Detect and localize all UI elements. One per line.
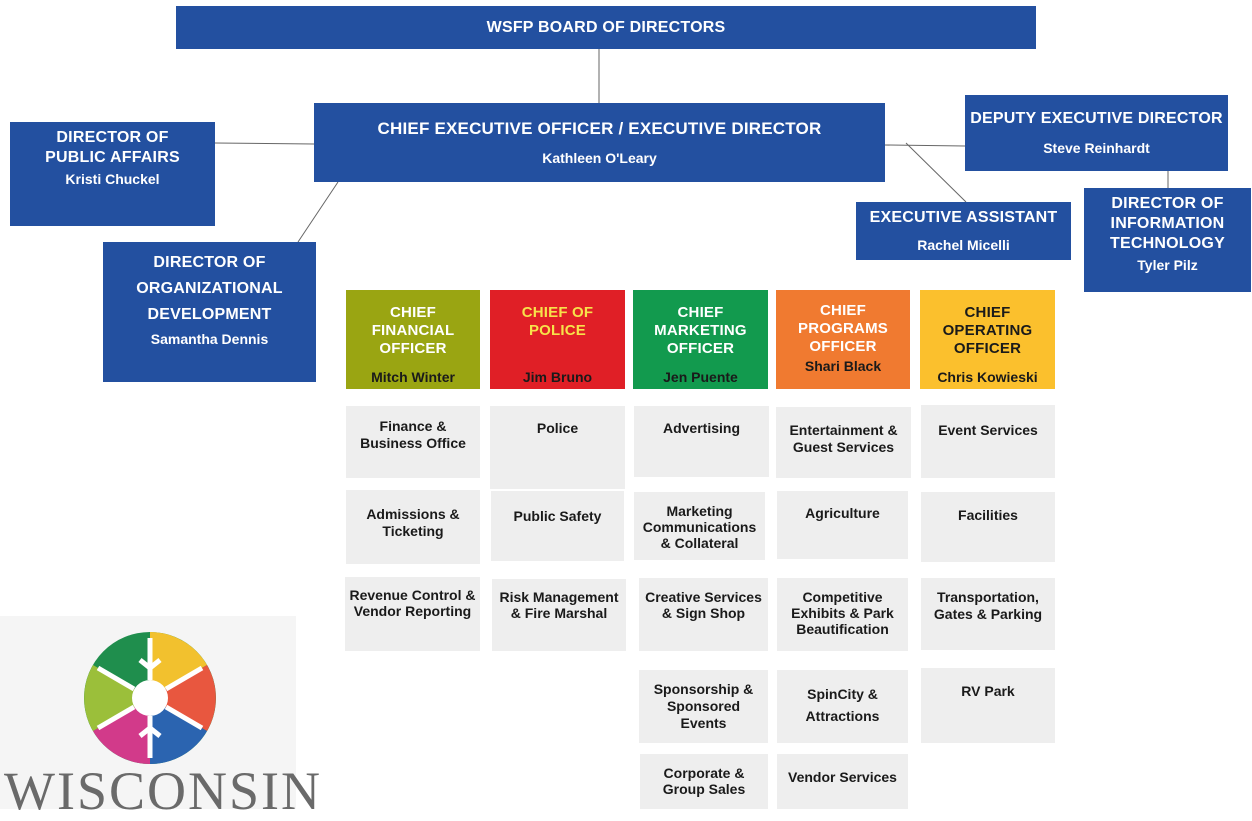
cmo-title-3: OFFICER — [666, 340, 735, 357]
public-affairs-name: Kristi Chuckel — [65, 171, 160, 187]
dept-event-services: Event Services — [921, 405, 1055, 478]
cfo-title-1: CHIEF — [390, 304, 436, 321]
deputy-name: Steve Reinhardt — [1043, 140, 1150, 156]
dept-facilities: Facilities — [921, 492, 1055, 562]
cpo-title-2: PROGRAMS — [798, 320, 888, 337]
ceo-title: CHIEF EXECUTIVE OFFICER / EXECUTIVE DIRE… — [377, 118, 822, 138]
wisconsin-logo — [0, 616, 296, 809]
wisconsin-logo-text: WISCONSIN — [4, 761, 323, 821]
executive-assistant-name: Rachel Micelli — [917, 237, 1010, 253]
police-title-2: POLICE — [528, 322, 587, 339]
dept-label: Advertising — [662, 420, 740, 436]
cpo-title-3: OFFICER — [809, 338, 877, 355]
dept-police: Police — [490, 406, 625, 489]
coo-name: Chris Kowieski — [937, 369, 1038, 385]
police-title-1: CHIEF OF — [521, 304, 594, 321]
officer-cmo-box: CHIEF MARKETING OFFICER Jen Puente — [633, 290, 768, 389]
board-of-directors-box: WSFP BOARD OF DIRECTORS — [176, 6, 1036, 49]
public-affairs-title-1: DIRECTOR OF — [56, 129, 169, 146]
executive-assistant-title: EXECUTIVE ASSISTANT — [869, 209, 1058, 226]
dept-label: RV Park — [961, 683, 1015, 699]
dept-label: Finance & Business Office — [360, 418, 466, 451]
it-director-box: DIRECTOR OF INFORMATION TECHNOLOGY Tyler… — [1084, 188, 1251, 292]
coo-title-2: OPERATING — [942, 322, 1033, 339]
dept-label: Facilities — [958, 507, 1018, 523]
dept-finance-business-office: Finance & Business Office — [346, 406, 480, 478]
dept-admissions-ticketing: Admissions & Ticketing — [346, 490, 480, 564]
coo-title-3: OFFICER — [953, 340, 1022, 357]
dept-label: Transportation, Gates & Parking — [933, 589, 1043, 622]
dept-label: Corporate & Group Sales — [662, 765, 746, 797]
it-director-name: Tyler Pilz — [1137, 257, 1198, 273]
dept-label: Competitive Exhibits & Park Beautificati… — [791, 589, 894, 637]
dept-label: Revenue Control & Vendor Reporting — [349, 587, 476, 619]
dept-label: Police — [536, 420, 579, 436]
police-name: Jim Bruno — [522, 369, 593, 385]
org-development-box: DIRECTOR OF ORGANIZATIONAL DEVELOPMENT S… — [103, 242, 316, 382]
ceo-name: Kathleen O'Leary — [542, 149, 657, 166]
dept-creative-services: Creative Services & Sign Shop — [639, 578, 768, 651]
executive-assistant-box: EXECUTIVE ASSISTANT Rachel Micelli — [856, 202, 1071, 260]
cpo-name: Shari Black — [804, 358, 882, 374]
it-director-title-3: TECHNOLOGY — [1110, 235, 1225, 252]
cmo-title-2: MARKETING — [654, 322, 747, 339]
cfo-title-3: OFFICER — [379, 340, 447, 357]
officer-cpo-box: CHIEF PROGRAMS OFFICER Shari Black — [776, 290, 910, 389]
deputy-director-box: DEPUTY EXECUTIVE DIRECTOR Steve Reinhard… — [965, 95, 1228, 171]
dept-risk-management: Risk Management & Fire Marshal — [492, 579, 626, 651]
cfo-name: Mitch Winter — [371, 369, 455, 385]
dept-corporate-group-sales: Corporate & Group Sales — [640, 754, 768, 809]
dept-agriculture: Agriculture — [777, 491, 908, 559]
dept-label: Entertainment & Guest Services — [789, 422, 898, 455]
dept-label: Agriculture — [805, 505, 880, 521]
it-director-title-2: INFORMATION — [1110, 215, 1225, 232]
org-development-title-2: ORGANIZATIONAL — [136, 280, 283, 297]
officer-cfo-box: CHIEF FINANCIAL OFFICER Mitch Winter — [346, 290, 480, 389]
org-development-title-1: DIRECTOR OF — [153, 254, 266, 271]
dept-label: Public Safety — [513, 508, 602, 524]
public-affairs-title-2: PUBLIC AFFAIRS — [45, 149, 180, 166]
cmo-title-1: CHIEF — [677, 304, 724, 321]
dept-sponsorship: Sponsorship & Sponsored Events — [639, 670, 768, 743]
dept-label: Vendor Services — [788, 769, 897, 785]
dept-entertainment-guest-services: Entertainment & Guest Services — [776, 407, 911, 478]
dept-label: Sponsorship & Sponsored Events — [653, 681, 754, 731]
dept-spincity-attractions: SpinCity & Attractions — [777, 670, 908, 743]
public-affairs-box: DIRECTOR OF PUBLIC AFFAIRS Kristi Chucke… — [10, 122, 215, 226]
cpo-title-1: CHIEF — [820, 302, 866, 319]
officer-police-box: CHIEF OF POLICE Jim Bruno — [490, 290, 625, 389]
dept-revenue-control: Revenue Control & Vendor Reporting — [345, 577, 480, 651]
officer-coo-box: CHIEF OPERATING OFFICER Chris Kowieski — [920, 290, 1055, 389]
it-director-title-1: DIRECTOR OF — [1111, 195, 1224, 212]
dept-label: Creative Services & Sign Shop — [645, 589, 762, 621]
dept-label: Admissions & Ticketing — [366, 506, 460, 539]
cfo-title-2: FINANCIAL — [371, 322, 455, 339]
dept-label: Marketing Communications & Collateral — [642, 503, 757, 551]
cmo-name: Jen Puente — [663, 369, 738, 385]
dept-competitive-exhibits: Competitive Exhibits & Park Beautificati… — [777, 578, 908, 651]
coo-title-1: CHIEF — [964, 304, 1011, 321]
dept-public-safety: Public Safety — [491, 491, 624, 561]
dept-transportation-gates-parking: Transportation, Gates & Parking — [921, 578, 1055, 650]
board-title: WSFP BOARD OF DIRECTORS — [486, 18, 726, 36]
org-development-title-3: DEVELOPMENT — [147, 306, 272, 323]
dept-label: Risk Management & Fire Marshal — [499, 589, 619, 621]
deputy-title: DEPUTY EXECUTIVE DIRECTOR — [970, 110, 1223, 127]
dept-rv-park: RV Park — [921, 668, 1055, 743]
dept-label: SpinCity & Attractions — [805, 686, 880, 724]
dept-advertising: Advertising — [634, 406, 769, 477]
dept-label: Event Services — [938, 422, 1038, 438]
ceo-box: CHIEF EXECUTIVE OFFICER / EXECUTIVE DIRE… — [314, 103, 885, 182]
dept-marketing-communications: Marketing Communications & Collateral — [634, 492, 765, 560]
org-development-name: Samantha Dennis — [150, 331, 269, 347]
dept-vendor-services: Vendor Services — [777, 754, 908, 809]
